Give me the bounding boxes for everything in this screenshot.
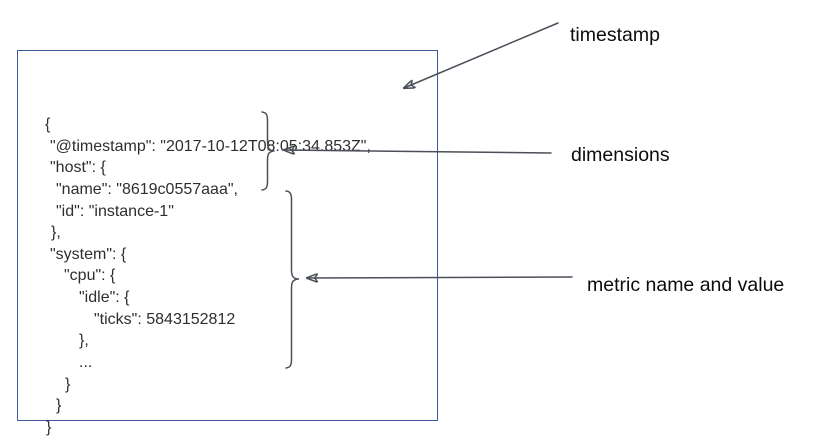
metric-document-box: { "@timestamp": "2017-10-12T08:05:34.853Z…	[17, 50, 438, 436]
json-code-line: "system": {	[50, 245, 127, 263]
json-code-line: "cpu": {	[64, 267, 116, 285]
json-code-line: "@timestamp": "2017-10-12T08:05:34.853Z"…	[50, 137, 371, 155]
json-code-line: {	[45, 116, 51, 133]
json-code-line: }	[56, 397, 62, 415]
json-code-line: }	[46, 418, 52, 436]
dimensions-label: dimensions	[571, 144, 670, 166]
json-code-line: },	[79, 332, 89, 350]
json-code-line: "host": {	[50, 159, 106, 177]
timestamp-label: timestamp	[570, 24, 660, 46]
json-code-line: "ticks": 5843152812	[94, 310, 236, 328]
json-code-line: ...	[79, 354, 93, 372]
json-code-lines: { "@timestamp": "2017-10-12T08:05:34.853Z…	[35, 114, 455, 437]
json-code-line: }	[65, 375, 71, 393]
json-code-line: "name": "8619c0557aaa",	[56, 180, 238, 198]
json-code-line: },	[51, 224, 61, 242]
json-code-line: "idle": {	[79, 289, 130, 307]
json-code-line: "id": "instance-1"	[56, 202, 174, 220]
metric-name-value-label: metric name and value	[587, 274, 785, 296]
